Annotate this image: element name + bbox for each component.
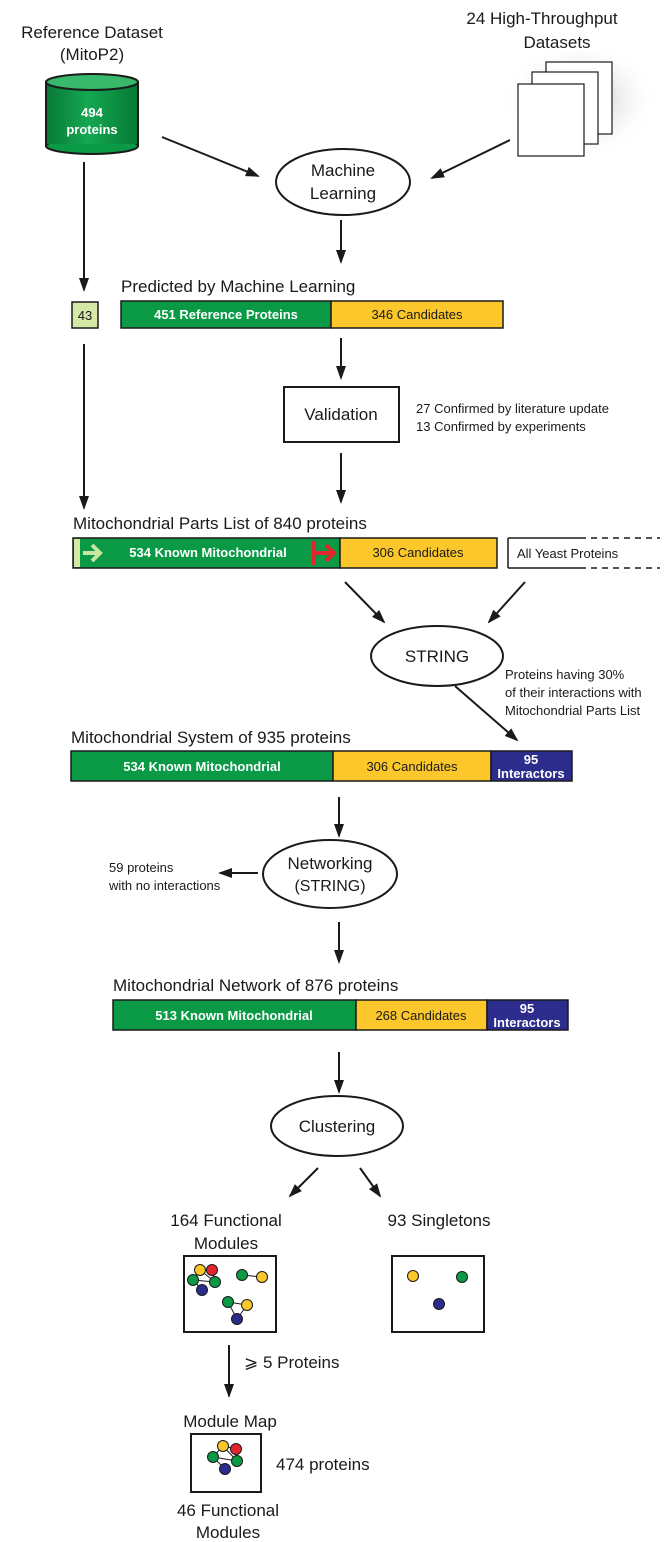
parts-known-label: 534 Known Mitochondrial	[129, 545, 286, 560]
machine-learning-node	[275, 148, 411, 216]
predicted-candidates-segment	[330, 300, 504, 329]
all-yeast-box	[507, 537, 660, 569]
string-note-2: of their interactions with	[505, 685, 642, 700]
clustering-node	[270, 1095, 404, 1157]
system-known-label: 534 Known Mitochondrial	[123, 759, 280, 774]
arrow-datasets-to-ml	[430, 139, 511, 179]
singletons-label: 93 Singletons	[387, 1211, 490, 1230]
string-node	[370, 625, 504, 687]
excluded-box	[71, 301, 99, 329]
reference-title-line2: (MitoP2)	[60, 45, 124, 64]
network-interactors-count: 95	[520, 1001, 534, 1016]
arrow-yeast-to-string	[487, 581, 526, 624]
module-map-title: Module Map	[183, 1412, 277, 1431]
reference-title-line1: Reference Dataset	[21, 23, 163, 42]
parts-candidates-segment	[339, 537, 498, 569]
module-map-bottom-line2: Modules	[196, 1523, 260, 1542]
predicted-candidates-label: 346 Candidates	[371, 307, 463, 322]
arrow-parts-to-string	[344, 581, 386, 624]
networking-line2: (STRING)	[294, 878, 365, 895]
parts-excluded-strip	[74, 539, 80, 567]
database-cylinder-icon	[45, 73, 139, 155]
networking-line1: Networking	[287, 854, 372, 873]
module-map-count: 474 proteins	[276, 1455, 370, 1474]
parts-known-segment	[72, 537, 341, 569]
module-map-icon	[207, 1440, 243, 1475]
high-throughput-line1: 24 High-Throughput	[466, 9, 617, 28]
functional-line2: Modules	[194, 1234, 258, 1253]
validation-note-1: 27 Confirmed by literature update	[416, 401, 609, 416]
network-known-label: 513 Known Mitochondrial	[155, 1008, 312, 1023]
validation-note-2: 13 Confirmed by experiments	[416, 419, 586, 434]
arrow-clustering-to-functional	[288, 1167, 319, 1198]
string-label: STRING	[405, 647, 469, 666]
clustering-label: Clustering	[299, 1117, 376, 1136]
string-note-1: Proteins having 30%	[505, 667, 625, 682]
singletons-box	[391, 1255, 485, 1333]
incoming-arrow-icon	[83, 543, 103, 563]
arrow-reference-to-ml	[161, 136, 260, 177]
system-interactors-label: Interactors	[497, 766, 564, 781]
module-map-bottom-line1: 46 Functional	[177, 1501, 279, 1520]
system-known-segment	[70, 750, 334, 782]
networking-note-2: with no interactions	[108, 878, 221, 893]
networking-note-1: 59 proteins	[109, 860, 174, 875]
parts-list-title: Mitochondrial Parts List of 840 proteins	[73, 514, 367, 533]
predicted-reference-label: 451 Reference Proteins	[154, 307, 298, 322]
system-interactors-segment	[490, 750, 573, 782]
module-network-icon	[187, 1264, 268, 1325]
functional-line1: 164 Functional	[170, 1211, 282, 1230]
system-candidates-segment	[332, 750, 492, 782]
networking-node	[262, 839, 398, 909]
system-interactors-count: 95	[524, 752, 538, 767]
string-note-3: Mitochondrial Parts List	[505, 703, 640, 718]
network-title: Mitochondrial Network of 876 proteins	[113, 976, 398, 995]
stacked-datasets-icon	[502, 42, 658, 158]
filter-label: ⩾ 5 Proteins	[244, 1353, 340, 1372]
system-candidates-label: 306 Candidates	[366, 759, 458, 774]
arrow-clustering-to-singletons	[359, 1167, 382, 1198]
predicted-title: Predicted by Machine Learning	[121, 277, 355, 296]
predicted-reference-segment	[120, 300, 332, 329]
validation-label: Validation	[304, 405, 377, 424]
network-known-segment	[112, 999, 357, 1031]
reference-unit: proteins	[66, 122, 117, 137]
network-interactors-segment	[486, 999, 569, 1031]
validation-box	[283, 386, 400, 443]
reference-count: 494	[81, 105, 103, 120]
machine-learning-line2: Learning	[310, 184, 376, 203]
parts-candidates-label: 306 Candidates	[372, 545, 464, 560]
machine-learning-line1: Machine	[311, 161, 375, 180]
excluded-count: 43	[78, 308, 92, 323]
system-title: Mitochondrial System of 935 proteins	[71, 728, 351, 747]
all-yeast-label: All Yeast Proteins	[517, 546, 619, 561]
singleton-nodes-icon	[407, 1270, 468, 1310]
outgoing-arrow-icon	[312, 541, 337, 565]
network-interactors-label: Interactors	[493, 1015, 560, 1030]
network-candidates-label: 268 Candidates	[375, 1008, 467, 1023]
arrow-string-to-interactors	[454, 685, 519, 742]
